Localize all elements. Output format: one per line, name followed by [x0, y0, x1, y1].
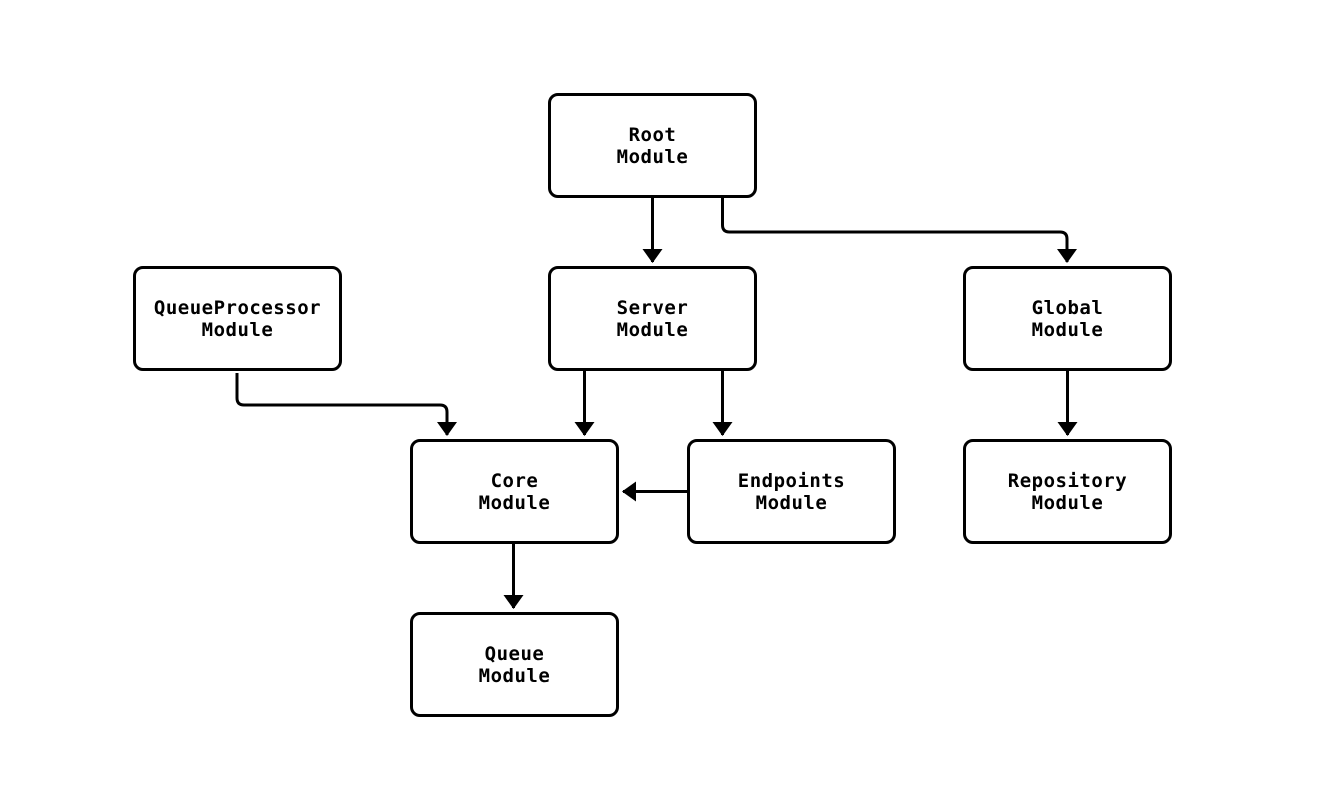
node-label: Global [1031, 296, 1104, 319]
node-label: Root [628, 123, 677, 146]
node-label: Module [201, 318, 274, 341]
node-root-module: Root Module [548, 93, 757, 198]
node-label: Module [478, 664, 551, 687]
node-core-module: Core Module [410, 439, 619, 544]
node-label: Module [1031, 318, 1104, 341]
node-label: Module [616, 145, 689, 168]
node-label: QueueProcessor [153, 296, 322, 319]
node-label: Queue [484, 642, 545, 665]
node-global-module: Global Module [963, 266, 1172, 371]
node-label: Server [616, 296, 689, 319]
node-queue-module: Queue Module [410, 612, 619, 717]
edge-queueprocessor-to-core [235, 373, 457, 436]
node-label: Endpoints [737, 469, 846, 492]
node-label: Module [1031, 491, 1104, 514]
node-queueprocessor-module: QueueProcessor Module [133, 266, 342, 371]
edge-root-to-global [721, 198, 1077, 263]
node-endpoints-module: Endpoints Module [687, 439, 896, 544]
node-label: Core [490, 469, 539, 492]
node-repository-module: Repository Module [963, 439, 1172, 544]
node-label: Module [478, 491, 551, 514]
node-label: Repository [1007, 469, 1128, 492]
node-label: Module [755, 491, 828, 514]
node-label: Module [616, 318, 689, 341]
node-server-module: Server Module [548, 266, 757, 371]
